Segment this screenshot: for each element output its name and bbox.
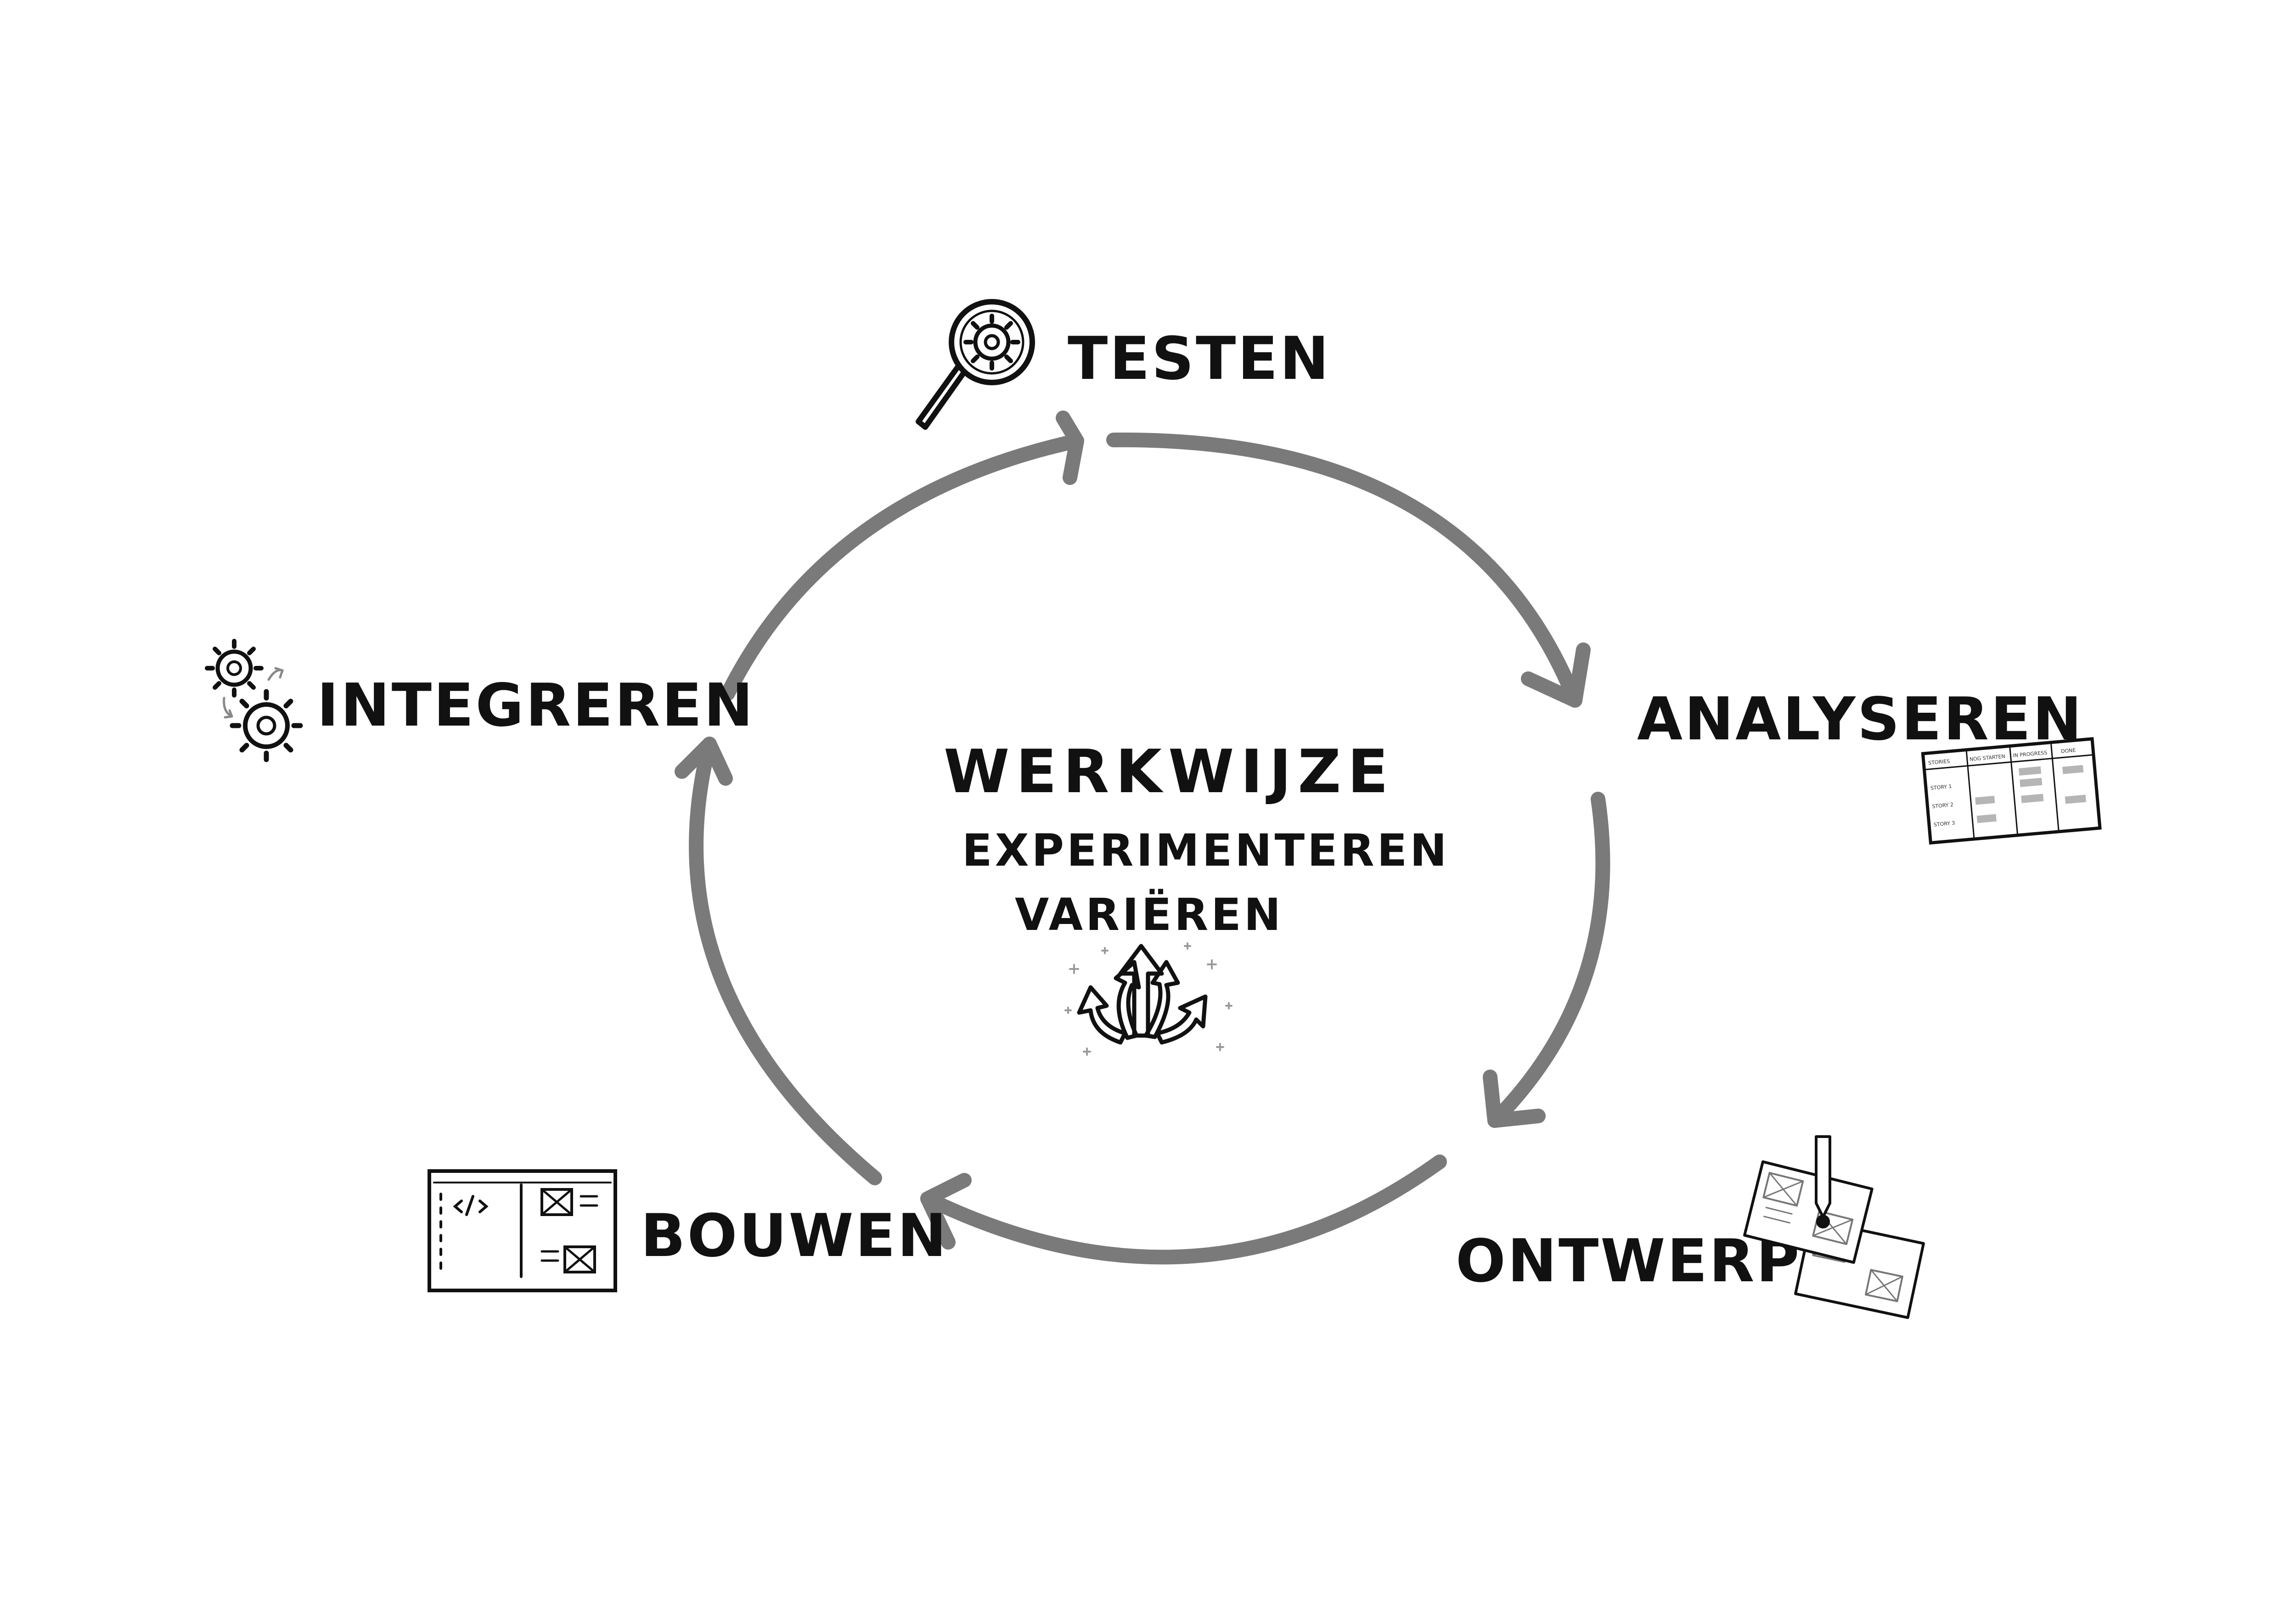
kanban-row-1: STORY 1 <box>1930 783 1952 791</box>
step-label-bouwen: BOUWEN <box>641 1202 948 1270</box>
kanban-header-stories: STORIES <box>1928 758 1950 766</box>
wireframe-sketch-icon <box>1743 1135 1925 1319</box>
step-label-testen: TESTEN <box>1068 325 1331 393</box>
arrow-bouwen-to-integreren <box>675 737 882 1185</box>
step-analyseren: ANALYSEREN STORIES NOG STARTEN IN PROGRE… <box>1637 685 2102 845</box>
arrow-analyseren-to-ontwerpen <box>1483 792 1610 1128</box>
arrow-ontwerpen-to-bouwen <box>920 1155 1447 1265</box>
arrow-integreren-to-testen <box>720 411 1084 701</box>
kanban-row-2: STORY 2 <box>1932 802 1953 810</box>
kanban-board-icon: STORIES NOG STARTEN IN PROGRESS DONE STO… <box>1921 737 2102 845</box>
kanban-header-done: DONE <box>2061 747 2076 755</box>
arrow-testen-to-analyseren <box>1106 432 1591 708</box>
center-line-2: VARIËREN <box>1015 889 1283 941</box>
center-block: WERKWIJZE EXPERIMENTEREN VARIËREN <box>944 737 1450 1056</box>
magnifier-gear-icon <box>916 299 1035 430</box>
cycle-arrows <box>675 411 1610 1265</box>
step-integreren: INTEGREREN <box>205 639 755 762</box>
step-label-analyseren: ANALYSEREN <box>1637 685 2083 754</box>
step-bouwen: BOUWEN <box>428 1169 948 1292</box>
step-ontwerpen: ONTWERPEN <box>1456 1135 1925 1319</box>
diverging-arrows-icon <box>1064 942 1232 1056</box>
gears-icon <box>205 639 303 762</box>
center-line-1: EXPERIMENTEREN <box>962 825 1450 876</box>
step-testen: TESTEN <box>916 299 1331 430</box>
step-label-integreren: INTEGREREN <box>317 671 755 740</box>
code-window-icon <box>428 1169 617 1292</box>
kanban-row-3: STORY 3 <box>1933 820 1955 828</box>
center-title: WERKWIJZE <box>944 737 1395 806</box>
